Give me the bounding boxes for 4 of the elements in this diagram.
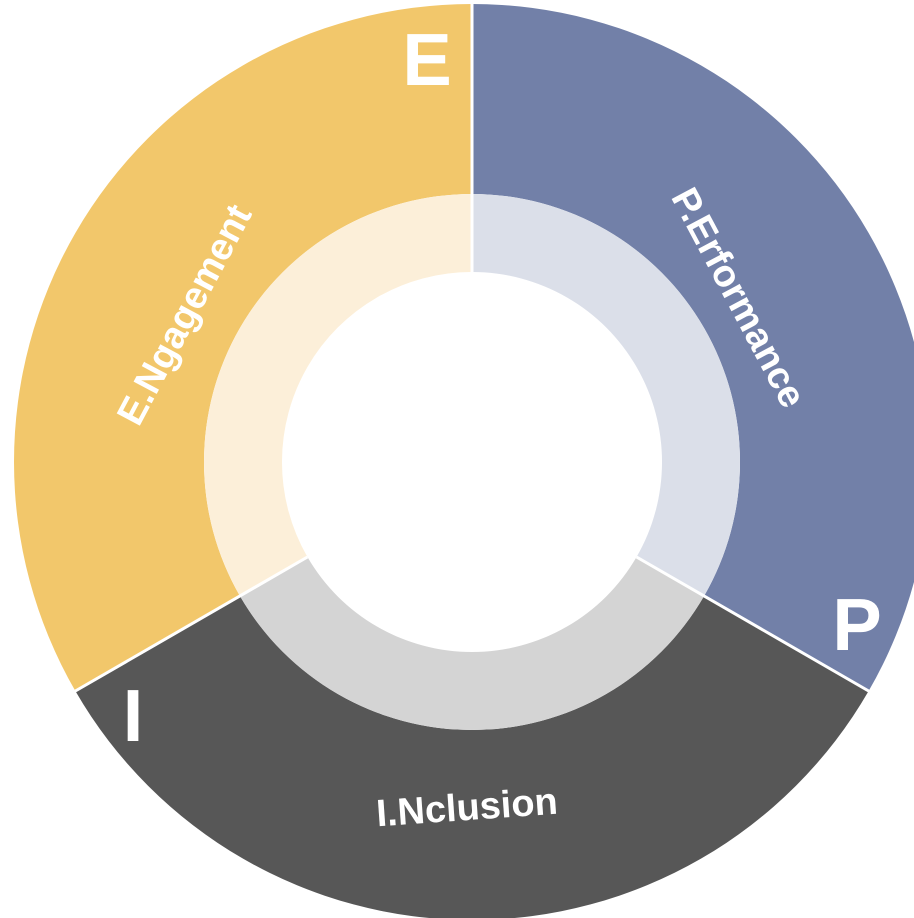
segment-letter: P	[832, 588, 882, 662]
segment-letter: I	[122, 679, 144, 753]
segment-letter: E	[402, 23, 452, 97]
segment-label: I.Nclusion	[375, 782, 559, 834]
